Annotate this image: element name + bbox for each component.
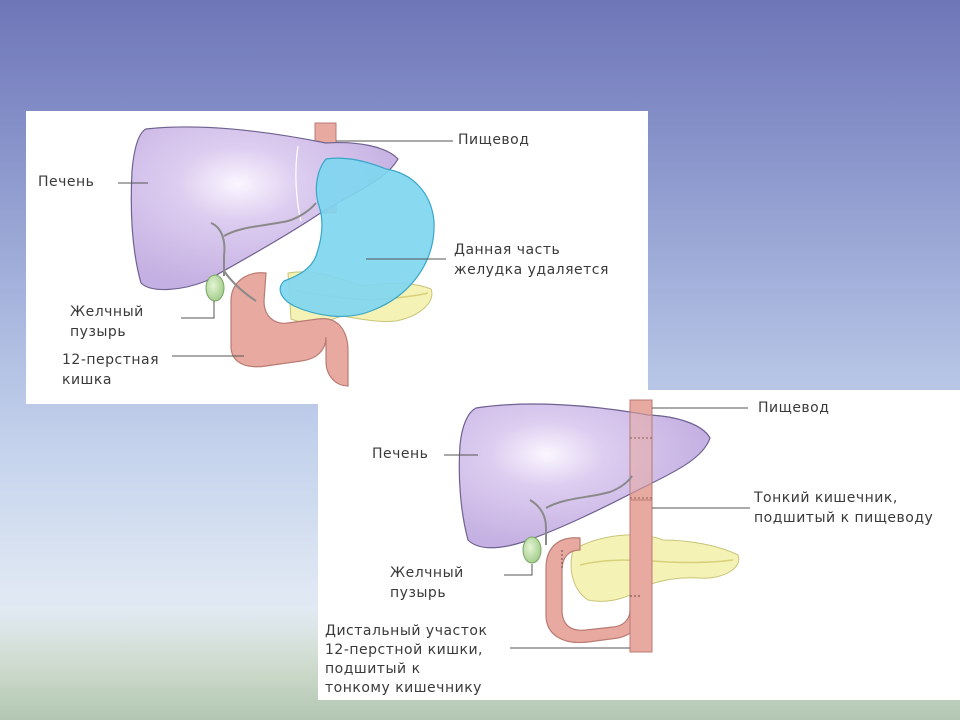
anatomy-illustration-after xyxy=(444,399,750,653)
label-small-intestine-line2: подшитый к пищеводу xyxy=(754,510,934,526)
label-small-intestine-line1: Тонкий кишечник, xyxy=(754,490,898,506)
label-distal-line4: тонкому кишечнику xyxy=(325,680,482,696)
diagram-after-surgery: Пищевод Печень Тонкий кишечник, подшитый… xyxy=(318,390,960,700)
label-distal-line3: подшитый к xyxy=(325,661,421,677)
label-gallbladder-line1: Желчный xyxy=(390,565,464,581)
pancreas-shape xyxy=(570,534,740,602)
label-duodenum-line2: кишка xyxy=(62,372,112,388)
gallbladder-shape xyxy=(522,536,542,564)
anatomy-illustration-before xyxy=(118,122,453,387)
label-duodenum-line1: 12-перстная xyxy=(62,352,160,368)
label-distal-line1: Дистальный участок xyxy=(325,623,488,639)
label-stomach-part-line2: желудка удаляется xyxy=(454,262,609,278)
gallbladder-shape xyxy=(205,274,225,302)
stomach-shape xyxy=(279,157,435,318)
label-gallbladder-line2: пузырь xyxy=(390,585,447,601)
label-stomach-part-line1: Данная часть xyxy=(454,242,561,258)
label-esophagus: Пищевод xyxy=(458,132,530,148)
label-distal-line2: 12-перстной кишки, xyxy=(325,642,484,658)
label-liver: Печень xyxy=(372,446,429,462)
label-liver: Печень xyxy=(38,174,95,190)
liver-shape xyxy=(458,403,711,549)
label-gallbladder-line1: Желчный xyxy=(70,304,144,320)
label-esophagus: Пищевод xyxy=(758,400,830,416)
diagram-before-surgery: Пищевод Печень Данная часть желудка удал… xyxy=(26,111,648,404)
label-gallbladder-line2: пузырь xyxy=(70,324,127,340)
duodenum-shape xyxy=(230,272,349,387)
